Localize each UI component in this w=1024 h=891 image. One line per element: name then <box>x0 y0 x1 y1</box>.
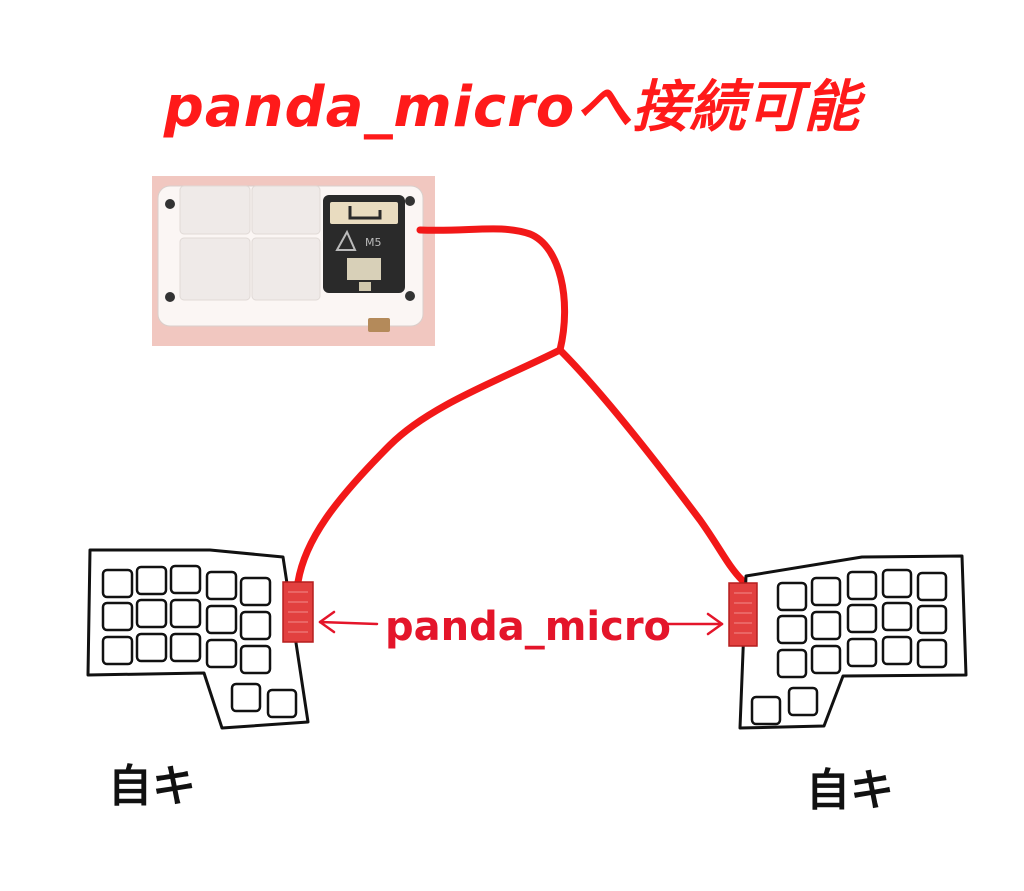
key <box>810 644 842 675</box>
key <box>169 564 202 595</box>
key <box>169 632 202 663</box>
page-title: panda_microへ接続可能 <box>163 75 861 140</box>
key <box>101 568 134 599</box>
key <box>881 635 913 666</box>
cable-trunk <box>416 225 569 354</box>
key <box>776 648 808 679</box>
key <box>846 637 878 668</box>
key <box>135 565 168 596</box>
controller-label: panda_micro <box>385 604 672 650</box>
thumb-key <box>266 688 298 719</box>
key-cap <box>179 237 251 301</box>
key <box>881 601 913 632</box>
usb-port <box>368 318 390 332</box>
thumb-key <box>787 686 819 717</box>
microcontroller-module: M5 <box>323 195 405 293</box>
arrow-right-icon <box>663 612 724 636</box>
key <box>205 604 238 635</box>
key <box>239 610 272 641</box>
module-chip <box>347 258 381 280</box>
module-mark: M5 <box>365 236 382 249</box>
right-keyboard <box>728 554 968 730</box>
arrow-left-icon <box>318 610 379 634</box>
thumb-key <box>230 682 262 713</box>
key <box>101 601 134 632</box>
module-antenna <box>330 202 398 224</box>
screw <box>405 196 415 206</box>
key <box>135 598 168 629</box>
left-keyboard-label: 自キ <box>108 761 196 812</box>
cable-right-branch <box>556 346 746 584</box>
screw <box>405 291 415 301</box>
key <box>881 568 913 599</box>
key <box>810 576 842 607</box>
key <box>776 581 808 612</box>
key <box>239 644 272 675</box>
device-photo: M5 <box>152 176 435 346</box>
key-cap <box>251 237 321 301</box>
key <box>169 598 202 629</box>
key <box>776 614 808 645</box>
key <box>101 635 134 666</box>
key <box>916 571 948 602</box>
module-logo-icon <box>335 229 357 251</box>
key <box>916 604 948 635</box>
key <box>810 610 842 641</box>
screw <box>165 292 175 302</box>
screw <box>165 199 175 209</box>
controller-board-right <box>728 582 758 647</box>
key <box>846 603 878 634</box>
key-cap <box>251 185 321 235</box>
cable <box>294 225 746 586</box>
key-cap <box>179 185 251 235</box>
thumb-key <box>750 695 782 726</box>
key <box>205 638 238 669</box>
key <box>239 576 272 607</box>
keyboard-outline <box>738 554 968 730</box>
cable-left-branch <box>294 346 564 586</box>
key <box>916 638 948 669</box>
keyboard-outline <box>86 548 310 730</box>
right-keyboard-label: 自キ <box>806 765 894 816</box>
left-keyboard <box>86 548 314 730</box>
key <box>135 632 168 663</box>
key <box>846 570 878 601</box>
key <box>205 570 238 601</box>
